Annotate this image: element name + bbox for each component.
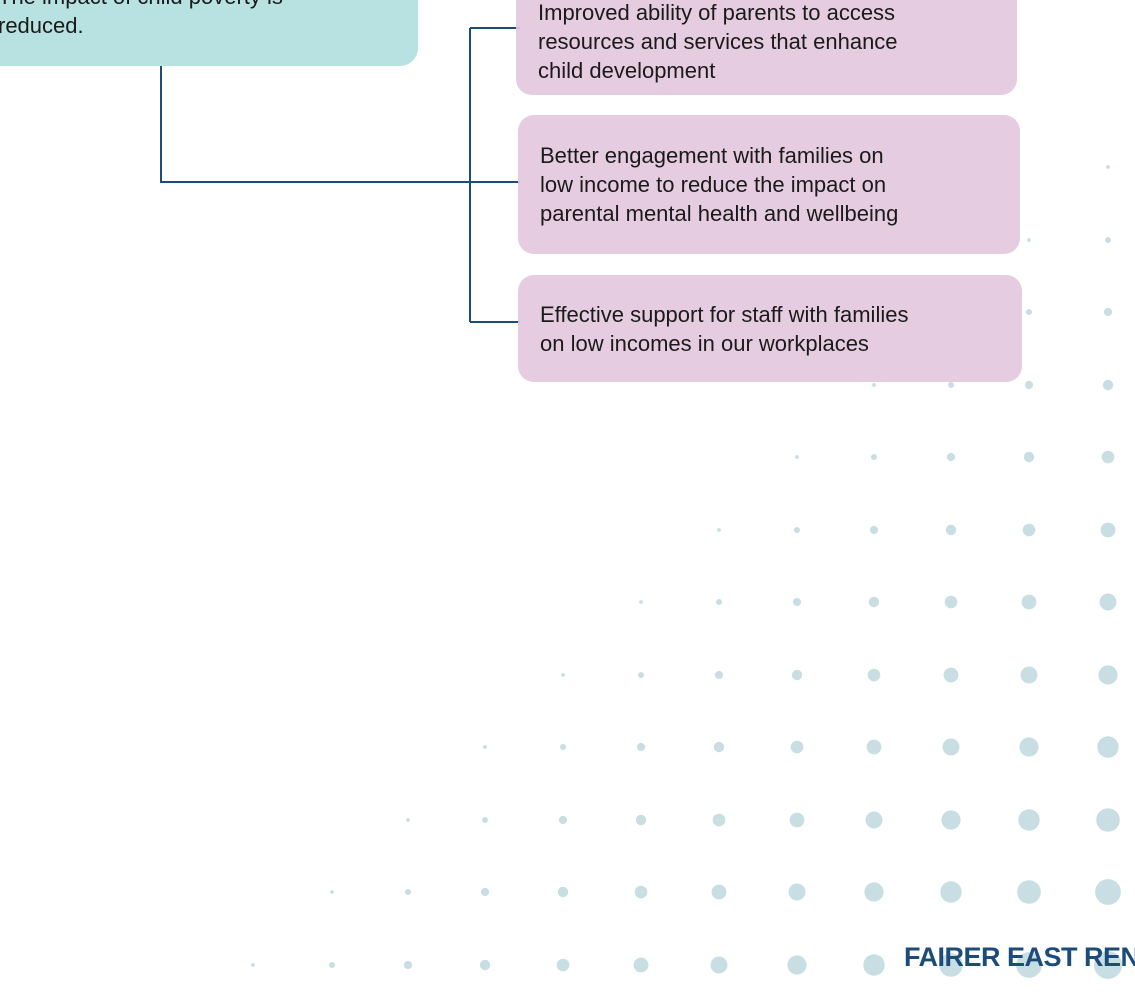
decorative-dot — [869, 525, 879, 535]
decorative-dot — [1023, 451, 1035, 463]
decorative-dot — [867, 668, 881, 682]
decorative-dot — [940, 881, 962, 903]
decorative-dot — [1100, 522, 1116, 538]
decorative-dot — [790, 740, 804, 754]
decorative-dot — [788, 883, 806, 901]
decorative-dot — [943, 667, 959, 683]
decorative-dot — [787, 955, 807, 975]
decorative-dot — [634, 885, 648, 899]
decorative-dot — [864, 882, 884, 902]
decorative-dot — [794, 527, 800, 533]
decorative-dot — [561, 673, 565, 677]
decorative-dot — [868, 596, 880, 608]
brand-logo-text: FAIRER EAST REN — [904, 942, 1135, 972]
decorative-dot — [1097, 736, 1119, 758]
decorative-dot — [1098, 665, 1118, 685]
decorative-dot — [1024, 380, 1034, 390]
decorative-dot — [1020, 666, 1038, 684]
decorative-dot — [711, 884, 727, 900]
decorative-dot — [939, 953, 963, 977]
decorative-dot — [1094, 951, 1122, 979]
decorative-dot — [714, 670, 724, 680]
decorative-dot — [946, 452, 956, 462]
decorative-dot — [872, 383, 876, 387]
decorative-dot — [482, 817, 488, 823]
decorative-dot — [716, 599, 722, 605]
decorative-dot — [1018, 809, 1040, 831]
decorative-dot — [1099, 593, 1117, 611]
decorative-dot — [863, 954, 885, 976]
decorative-dot — [791, 669, 803, 681]
outcome-box-text: Better engagement with families on low i… — [540, 143, 899, 226]
outcome-box-parents-access: Improved ability of parents to access re… — [516, 0, 1017, 95]
decorative-dot — [633, 957, 649, 973]
decorative-dot — [713, 741, 725, 753]
decorative-dot — [1019, 737, 1039, 757]
decorative-dot — [558, 815, 568, 825]
decorative-dot — [795, 455, 799, 459]
decorative-dot — [1106, 165, 1110, 169]
decorative-dot — [1016, 952, 1042, 978]
decorative-dot — [1105, 237, 1111, 243]
decorative-dot — [789, 812, 805, 828]
decorative-dot — [330, 890, 334, 894]
decorative-dot — [710, 956, 728, 974]
outcome-box-text: Improved ability of parents to access re… — [538, 0, 898, 83]
decorative-dot — [1017, 880, 1041, 904]
decorative-dot — [712, 813, 726, 827]
decorative-dot — [638, 672, 644, 678]
decorative-dot — [1027, 238, 1031, 242]
decorative-dot — [1101, 450, 1115, 464]
decorative-dot — [865, 811, 883, 829]
decorative-dot — [479, 959, 491, 971]
decorative-dot — [1026, 309, 1032, 315]
decorative-dot — [557, 886, 569, 898]
decorative-dot — [483, 745, 487, 749]
decorative-dot — [792, 597, 802, 607]
decorative-dot — [406, 818, 410, 822]
decorative-dot — [639, 600, 643, 604]
decorative-dot — [560, 744, 566, 750]
decorative-dot — [1021, 594, 1037, 610]
decorative-dot — [941, 810, 961, 830]
decorative-dot — [942, 738, 960, 756]
decorative-dot — [403, 960, 413, 970]
outcome-box-staff-support: Effective support for staff with familie… — [518, 275, 1022, 382]
outcome-box-text: Effective support for staff with familie… — [540, 301, 909, 356]
decorative-dot — [1095, 879, 1121, 905]
decorative-dot — [1103, 307, 1113, 317]
decorative-dot — [948, 382, 954, 388]
decorative-dot — [717, 528, 721, 532]
decorative-dot — [251, 963, 255, 967]
decorative-dot — [1102, 379, 1114, 391]
decorative-dot — [329, 962, 335, 968]
decorative-dot — [405, 889, 411, 895]
decorative-dot — [866, 739, 882, 755]
decorative-dot — [945, 524, 957, 536]
decorative-dot — [944, 595, 958, 609]
decorative-dot — [480, 887, 490, 897]
decorative-dot — [636, 742, 646, 752]
decorative-dot — [1096, 808, 1120, 832]
decorative-dot — [871, 454, 877, 460]
decorative-dot — [556, 958, 570, 972]
decorative-dot — [1022, 523, 1036, 537]
decorative-dot — [635, 814, 647, 826]
aim-box: The impact of child poverty is reduced. — [0, 0, 418, 66]
aim-box-text: The impact of child poverty is reduced. — [0, 0, 283, 38]
outcome-box-family-engagement: Better engagement with families on low i… — [518, 115, 1020, 254]
connector-aim-to-trunk — [160, 66, 470, 183]
